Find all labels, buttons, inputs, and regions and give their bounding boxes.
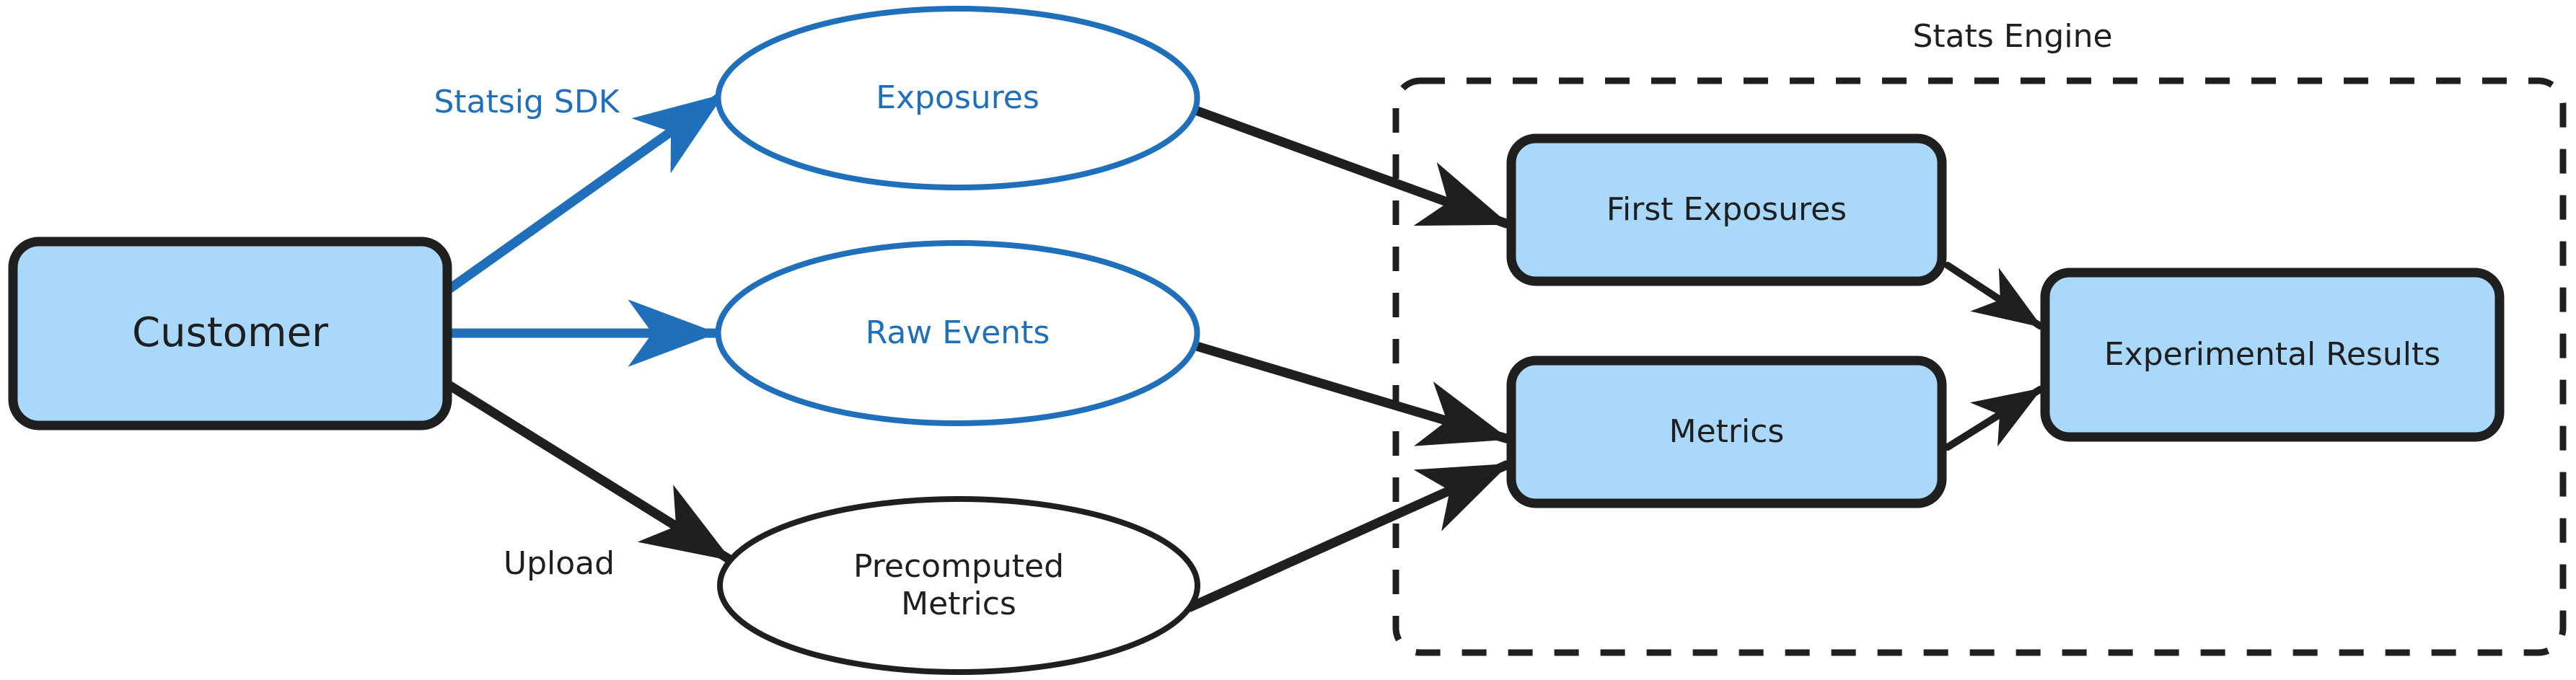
edge-label-statsig-sdk: Statsig SDK: [434, 83, 620, 120]
edge-metrics-to-results: [1944, 386, 2044, 451]
node-metrics[interactable]: [1506, 356, 1947, 508]
edge-customer-to-exposures: [445, 91, 726, 293]
edge-raw-events-to-metrics: [1187, 340, 1511, 446]
edge-customer-to-precomputed-metrics: [445, 381, 734, 564]
node-experimental-results[interactable]: [2040, 268, 2505, 442]
edge-exposures-to-first-exposures: [1187, 104, 1511, 229]
stats-engine-group-label: Stats Engine: [1912, 17, 2113, 55]
edge-precomputed-metrics-to-metrics: [1185, 460, 1511, 612]
node-exposures[interactable]: [715, 6, 1200, 190]
edge-label-upload: Upload: [503, 544, 615, 582]
node-customer[interactable]: [8, 237, 452, 430]
node-raw-events[interactable]: [715, 240, 1200, 426]
node-precomputed-metrics[interactable]: [717, 496, 1200, 675]
node-first-exposures[interactable]: [1506, 133, 1947, 286]
stats-engine-container: [1392, 77, 2567, 656]
edge-first-exposures-to-results: [1944, 262, 2044, 330]
